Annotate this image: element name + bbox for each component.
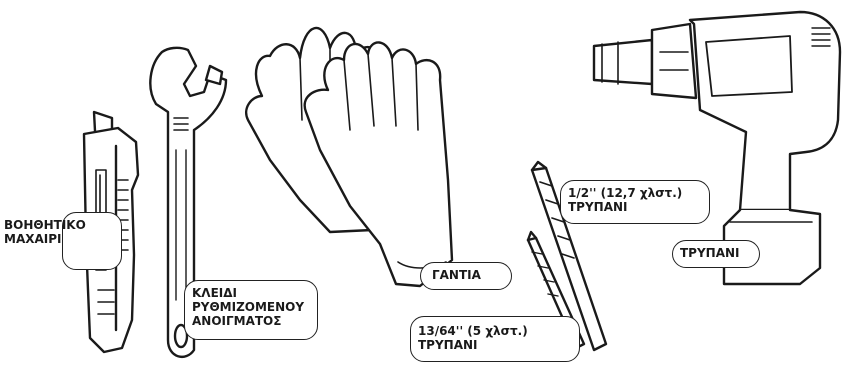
label-line: 13/64'' (5 χλστ.) bbox=[418, 324, 528, 338]
label-line: ΤΡΥΠΑΝΙ bbox=[680, 246, 740, 260]
label-drill-bit-large: 1/2'' (12,7 χλστ.) ΤΡΥΠΑΝΙ bbox=[568, 186, 682, 214]
label-line: 1/2'' (12,7 χλστ.) bbox=[568, 186, 682, 200]
label-line: ΒΟΗΘΗΤΙΚΟ bbox=[4, 218, 86, 232]
label-adjustable-wrench: ΚΛΕΙΔΙ ΡΥΘΜΙΖΟΜΕΝΟΥ ΑΝΟΙΓΜΑΤΟΣ bbox=[192, 286, 304, 328]
label-drill: ΤΡΥΠΑΝΙ bbox=[680, 246, 740, 260]
label-utility-knife: ΒΟΗΘΗΤΙΚΟ ΜΑΧΑΙΡΙ bbox=[4, 218, 86, 246]
label-line: ΚΛΕΙΔΙ bbox=[192, 286, 304, 300]
label-drill-bit-small: 13/64'' (5 χλστ.) ΤΡΥΠΑΝΙ bbox=[418, 324, 528, 352]
label-line: ΓΑΝΤΙΑ bbox=[432, 268, 481, 282]
label-line: ΜΑΧΑΙΡΙ bbox=[4, 232, 86, 246]
label-gloves: ΓΑΝΤΙΑ bbox=[432, 268, 481, 282]
work-gloves-icon bbox=[246, 28, 452, 286]
label-line: ΤΡΥΠΑΝΙ bbox=[418, 338, 528, 352]
label-line: ΑΝΟΙΓΜΑΤΟΣ bbox=[192, 314, 304, 328]
label-line: ΡΥΘΜΙΖΟΜΕΝΟΥ bbox=[192, 300, 304, 314]
label-line: ΤΡΥΠΑΝΙ bbox=[568, 200, 682, 214]
